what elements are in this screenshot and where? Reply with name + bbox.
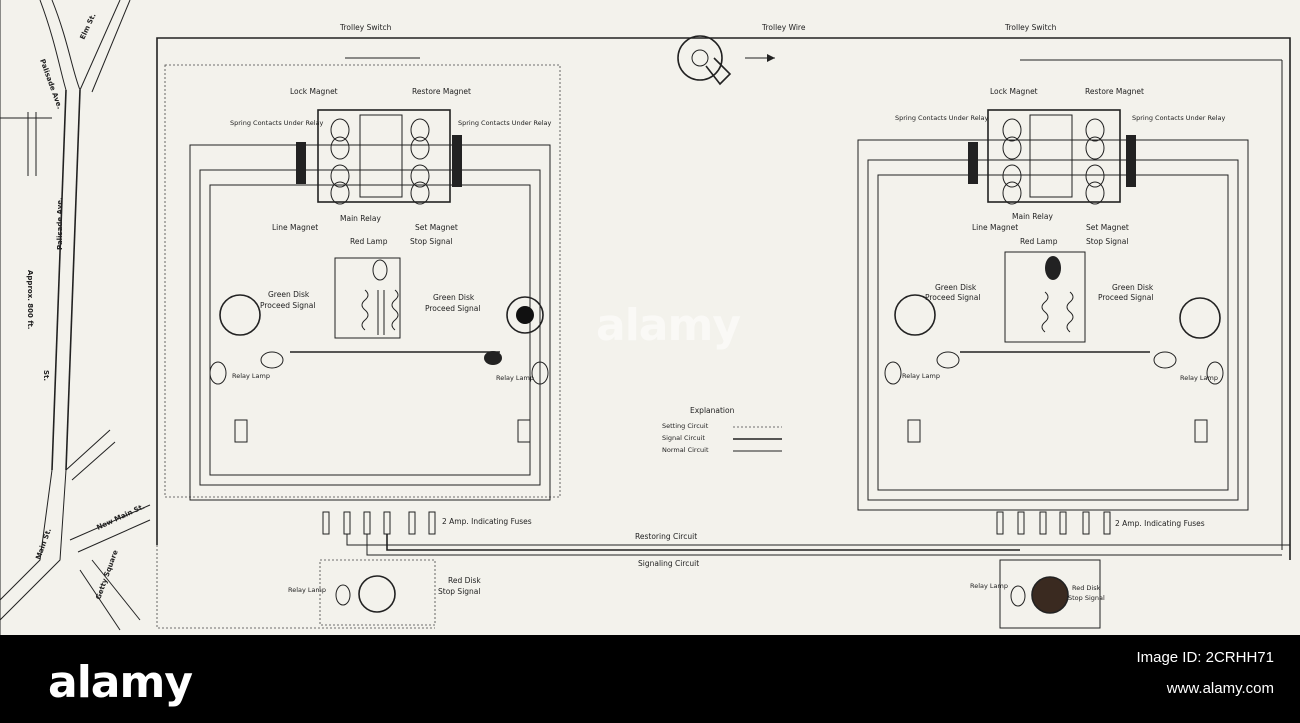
label-line-magnet-r: Line Magnet (972, 223, 1018, 232)
legend-item-normal: Normal Circuit (662, 446, 709, 454)
label-stop-signal-l: Stop Signal (410, 237, 452, 246)
label-spring-contacts-r2: Spring Contacts Under Relay (1132, 114, 1226, 122)
map-label-new-main: New Main St. (95, 503, 146, 532)
legend-title: Explanation (690, 406, 735, 415)
label-restore-magnet-l: Restore Magnet (412, 87, 471, 96)
label-green-disk-l1: Green Disk (268, 290, 310, 299)
site-url: www.alamy.com (1166, 680, 1274, 697)
label-trolley-switch-right: Trolley Switch (1004, 23, 1057, 32)
label-line-magnet-l: Line Magnet (272, 223, 318, 232)
brand-logo: alamy (48, 657, 193, 708)
label-proceed-signal-r1: Proceed Signal (925, 293, 980, 302)
label-main-relay-l: Main Relay (340, 214, 381, 223)
label-stop-signal-r2: Stop Signal (1068, 594, 1105, 602)
spring-contacts-left-a (296, 142, 306, 184)
red-lamp-icon-r (1045, 256, 1061, 280)
green-disk-signal-right-l (506, 296, 544, 334)
trolley-wheel-icon (677, 35, 723, 81)
street-map: Elm St. Palisade Ave. Palisade Ave. Appr… (0, 0, 151, 635)
label-stop-signal-r: Stop Signal (1086, 237, 1128, 246)
label-lock-magnet-l: Lock Magnet (290, 87, 338, 96)
label-lock-magnet-r: Lock Magnet (990, 87, 1038, 96)
label-proceed-signal-l2: Proceed Signal (425, 304, 480, 313)
footer-info: Image ID: 2CRHH71 www.alamy.com (1136, 649, 1274, 697)
image-id: Image ID: 2CRHH71 (1136, 649, 1274, 666)
label-stop-signal-l2: Stop Signal (438, 587, 480, 596)
label-red-disk-l: Red Disk (448, 576, 481, 585)
relay-lamp-icon-r1 (884, 361, 902, 385)
label-relay-lamp-l1: Relay Lamp (232, 372, 270, 380)
map-label-elm: Elm St. (79, 12, 98, 41)
map-label-getty: Getty Square (94, 549, 119, 601)
diagram-svg: Elm St. Palisade Ave. Palisade Ave. Appr… (0, 0, 1291, 635)
spring-contacts-right-a (968, 142, 978, 184)
label-red-disk-r: Red Disk (1072, 584, 1101, 592)
label-relay-lamp-r1: Relay Lamp (902, 372, 940, 380)
label-relay-lamp-r2: Relay Lamp (1180, 374, 1218, 382)
map-label-main: Main St. (34, 527, 53, 560)
label-set-magnet-r: Set Magnet (1086, 223, 1129, 232)
legend: Explanation Setting Circuit Signal Circu… (662, 406, 782, 454)
trolley-wire: Trolley Switch Trolley Wire Trolley Swit… (156, 23, 1291, 560)
direction-arrow-icon (767, 54, 775, 62)
label-main-relay-r: Main Relay (1012, 212, 1053, 221)
green-disk-signal-right-r (1179, 297, 1221, 339)
label-proceed-signal-r2: Proceed Signal (1098, 293, 1153, 302)
signal-box-left: Lock Magnet Restore Magnet Spring Contac… (156, 64, 561, 629)
spring-contacts-right-b (1126, 135, 1136, 187)
wiring-diagram: Elm St. Palisade Ave. Palisade Ave. Appr… (0, 0, 1291, 635)
map-label-st: St. (42, 370, 50, 381)
red-disk-signal-r (1031, 576, 1069, 614)
map-label-distance: Approx. 800 ft. (26, 270, 34, 329)
relay-coils-left (330, 118, 430, 205)
label-trolley-switch-left: Trolley Switch (339, 23, 392, 32)
label-fuses-l: 2 Amp. Indicating Fuses (442, 517, 532, 526)
label-relay-lamp-l2: Relay Lamp (496, 374, 534, 382)
legend-item-setting: Setting Circuit (662, 422, 709, 430)
label-green-disk-r2: Green Disk (1112, 283, 1154, 292)
map-label-palisade: Palisade Ave. (56, 197, 64, 250)
label-signaling-circuit: Signaling Circuit (638, 559, 699, 568)
label-proceed-signal-l1: Proceed Signal (260, 301, 315, 310)
relay-lamp-icon-r2 (1206, 361, 1224, 385)
relay-coils-right (1002, 118, 1105, 205)
label-restoring-circuit: Restoring Circuit (635, 532, 697, 541)
label-trolley-wire: Trolley Wire (761, 23, 806, 32)
fuses-left (322, 511, 436, 535)
label-green-disk-l2: Green Disk (433, 293, 475, 302)
green-disk-signal-left-r (894, 294, 936, 336)
label-spring-contacts-l2: Spring Contacts Under Relay (458, 119, 552, 127)
signal-box-right: Lock Magnet Restore Magnet Spring Contac… (857, 87, 1249, 629)
label-set-magnet-l: Set Magnet (415, 223, 458, 232)
relay-lamp-icon-l1 (209, 361, 227, 385)
footer-bar: alamy Image ID: 2CRHH71 www.alamy.com (0, 635, 1300, 723)
fuses-right (996, 511, 1111, 535)
label-red-lamp-r: Red Lamp (1020, 237, 1058, 246)
legend-item-signal: Signal Circuit (662, 434, 705, 442)
relay-lamp-icon-l2 (531, 361, 549, 385)
label-spring-contacts-l1: Spring Contacts Under Relay (230, 119, 324, 127)
interconnect-circuits: Restoring Circuit Signaling Circuit (346, 532, 1290, 568)
label-relay-lamp-l3: Relay Lamp (288, 586, 326, 594)
label-restore-magnet-r: Restore Magnet (1085, 87, 1144, 96)
spring-contacts-left-b (452, 135, 462, 187)
label-red-lamp-l: Red Lamp (350, 237, 388, 246)
label-spring-contacts-r1: Spring Contacts Under Relay (895, 114, 989, 122)
red-lamp-icon-l (372, 259, 388, 281)
label-relay-lamp-r3: Relay Lamp (970, 582, 1008, 590)
red-disk-signal-l (358, 575, 396, 613)
green-disk-signal-left (219, 294, 261, 336)
label-green-disk-r1: Green Disk (935, 283, 977, 292)
label-fuses-r: 2 Amp. Indicating Fuses (1115, 519, 1205, 528)
